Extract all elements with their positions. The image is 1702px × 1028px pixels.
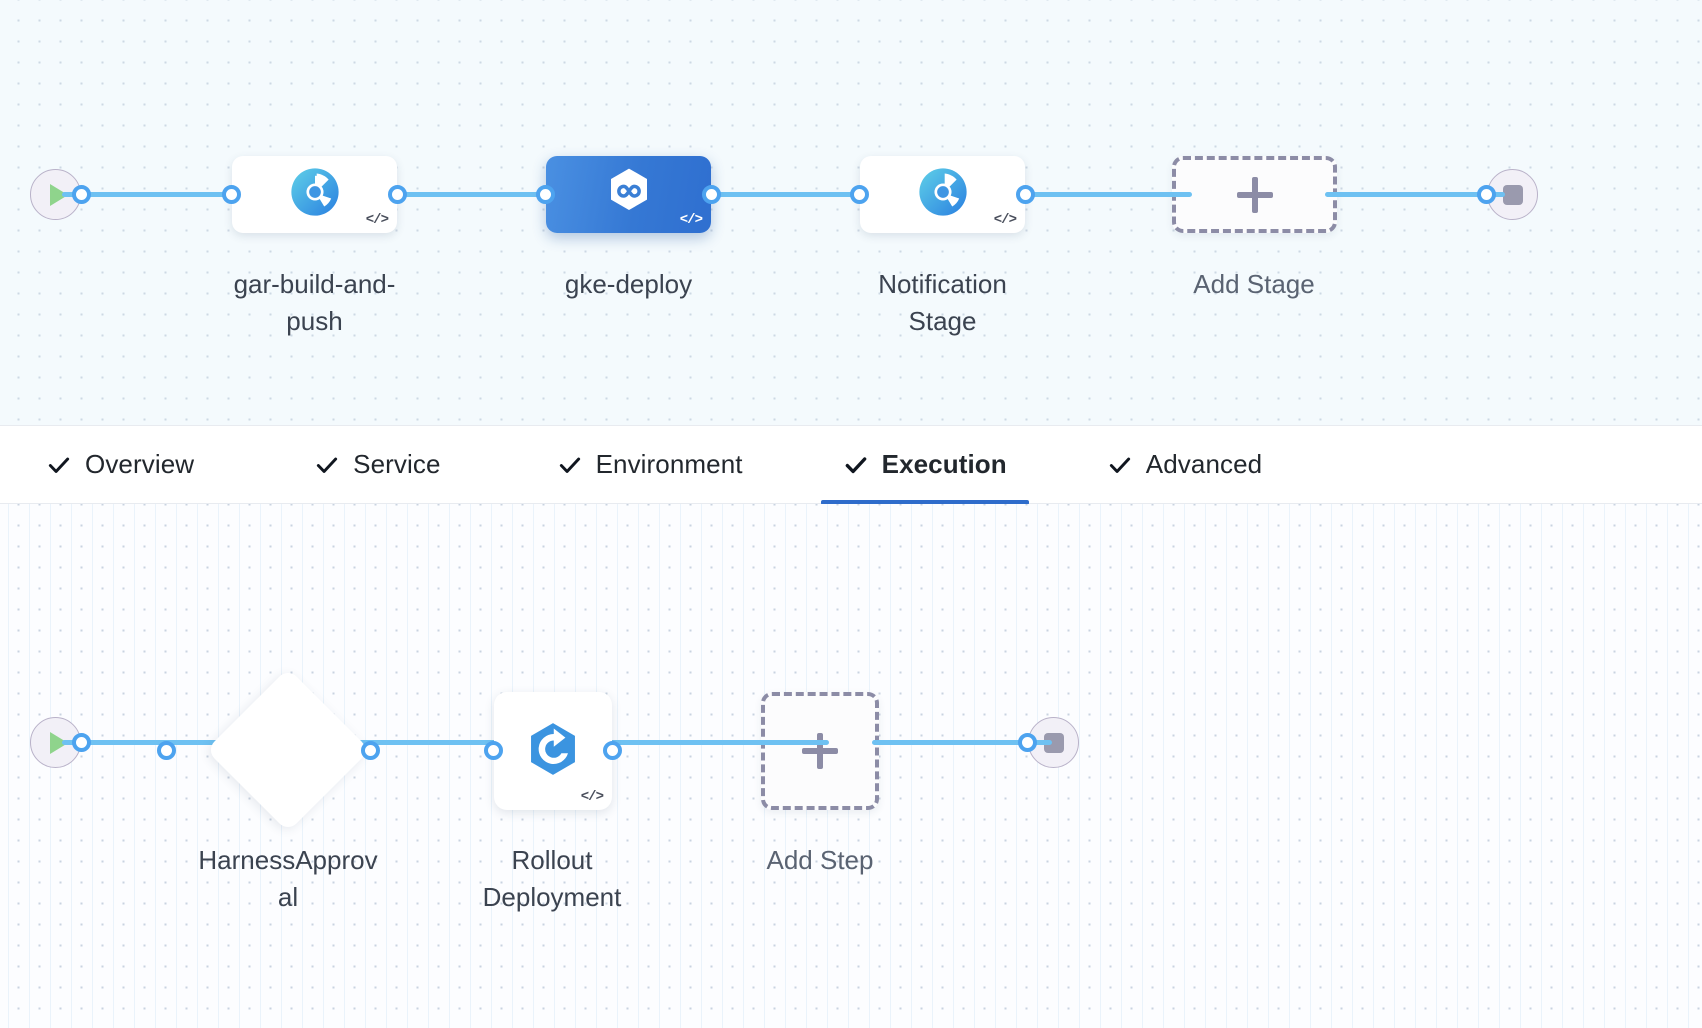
- stage-card[interactable]: </>: [860, 156, 1025, 233]
- yaml-code-badge: </>: [679, 212, 703, 228]
- stage-node-notification-stage[interactable]: </> Notification Stage: [850, 156, 1035, 336]
- connector-stage-2-to-stage-3: [700, 192, 870, 197]
- plus-icon: [1236, 176, 1273, 213]
- harness-custom-stage-icon: [916, 165, 970, 224]
- k8s-rollout-icon: [522, 718, 584, 785]
- step-node-rollout-deployment[interactable]: </> Rollout Deployment: [483, 692, 622, 912]
- add-stage-button[interactable]: Add Stage: [1172, 156, 1337, 299]
- connector-start-to-step-1: [62, 740, 222, 745]
- connector-stage-1-to-stage-2: [388, 192, 568, 197]
- check-icon: [46, 452, 72, 478]
- tab-service[interactable]: Service: [292, 425, 462, 504]
- yaml-code-badge: </>: [993, 212, 1017, 228]
- harness-deploy-stage-icon: [602, 165, 656, 224]
- step-start-node[interactable]: [30, 717, 91, 768]
- stage-node-gke-deploy[interactable]: </> gke-deploy: [536, 156, 721, 299]
- stage-3-input-port[interactable]: [850, 185, 869, 204]
- check-icon: [1107, 452, 1133, 478]
- add-step-box[interactable]: [761, 692, 879, 810]
- tab-label: Advanced: [1145, 449, 1263, 479]
- stage-config-tabbar: Overview Service Environment Execution A: [0, 425, 1702, 505]
- check-icon: [843, 452, 869, 478]
- stage-node-gar-build-and-push[interactable]: </> gar-build-and- push: [222, 156, 407, 336]
- tab-environment[interactable]: Environment: [535, 425, 765, 504]
- harness-custom-stage-icon: [288, 165, 342, 224]
- check-icon: [557, 452, 583, 478]
- tab-advanced[interactable]: Advanced: [1085, 425, 1284, 504]
- step-start-output-port[interactable]: [72, 733, 91, 752]
- end-input-port[interactable]: [1477, 185, 1496, 204]
- step-2-output-port[interactable]: [603, 741, 622, 760]
- connector-start-to-stage-1: [62, 192, 242, 197]
- tab-label: Environment: [595, 449, 743, 479]
- plus-icon: [802, 733, 838, 769]
- add-stage-box[interactable]: [1172, 156, 1337, 233]
- stage-label: Notification Stage: [878, 269, 1007, 336]
- connector-step-2-to-add: [604, 740, 829, 745]
- stage-2-output-port[interactable]: [702, 185, 721, 204]
- stage-1-output-port[interactable]: [388, 185, 407, 204]
- step-2-input-port[interactable]: [484, 741, 503, 760]
- tab-execution[interactable]: Execution: [820, 425, 1029, 505]
- add-step-button[interactable]: Add Step: [761, 692, 879, 875]
- stage-2-input-port[interactable]: [536, 185, 555, 204]
- step-label: Rollout Deployment: [482, 845, 622, 912]
- add-stage-label: Add Stage: [1193, 269, 1315, 299]
- stage-graph-canvas[interactable]: </> gar-build-and- push </> gke-deploy: [0, 0, 1702, 425]
- step-end-node[interactable]: [1018, 717, 1079, 768]
- execution-steps-canvas[interactable]: HarnessApprov al </> Rollout Deployment: [0, 504, 1702, 1028]
- stage-3-output-port[interactable]: [1016, 185, 1035, 204]
- step-node-harness-approval[interactable]: HarnessApprov al: [157, 667, 380, 912]
- step-card[interactable]: </>: [494, 692, 612, 810]
- step-1-output-port[interactable]: [361, 741, 380, 760]
- check-icon: [314, 452, 340, 478]
- stage-label: gar-build-and- push: [233, 269, 396, 336]
- step-1-input-port[interactable]: [157, 741, 176, 760]
- tab-label: Execution: [881, 449, 1007, 479]
- stage-card[interactable]: </>: [232, 156, 397, 233]
- stage-label: gke-deploy: [564, 269, 693, 299]
- connector-add-to-end: [1325, 192, 1505, 197]
- tab-overview[interactable]: Overview: [24, 425, 216, 504]
- yaml-code-badge: </>: [580, 789, 604, 805]
- yaml-code-badge: </>: [365, 212, 389, 228]
- step-label: HarnessApprov al: [198, 845, 378, 912]
- stage-end-node[interactable]: [1477, 169, 1538, 220]
- tab-label: Overview: [85, 449, 195, 479]
- stage-1-input-port[interactable]: [222, 185, 241, 204]
- connector-step-1-to-step-2: [362, 740, 512, 745]
- add-step-label: Add Step: [766, 845, 874, 875]
- approval-diamond-card[interactable]: [205, 667, 371, 833]
- connector-add-to-end: [872, 740, 1052, 745]
- step-end-input-port[interactable]: [1018, 733, 1037, 752]
- stage-card-selected[interactable]: </>: [546, 156, 711, 233]
- stage-start-node[interactable]: [30, 169, 91, 220]
- start-output-port[interactable]: [72, 185, 91, 204]
- connector-stage-3-to-add: [1012, 192, 1192, 197]
- tab-label: Service: [353, 449, 441, 479]
